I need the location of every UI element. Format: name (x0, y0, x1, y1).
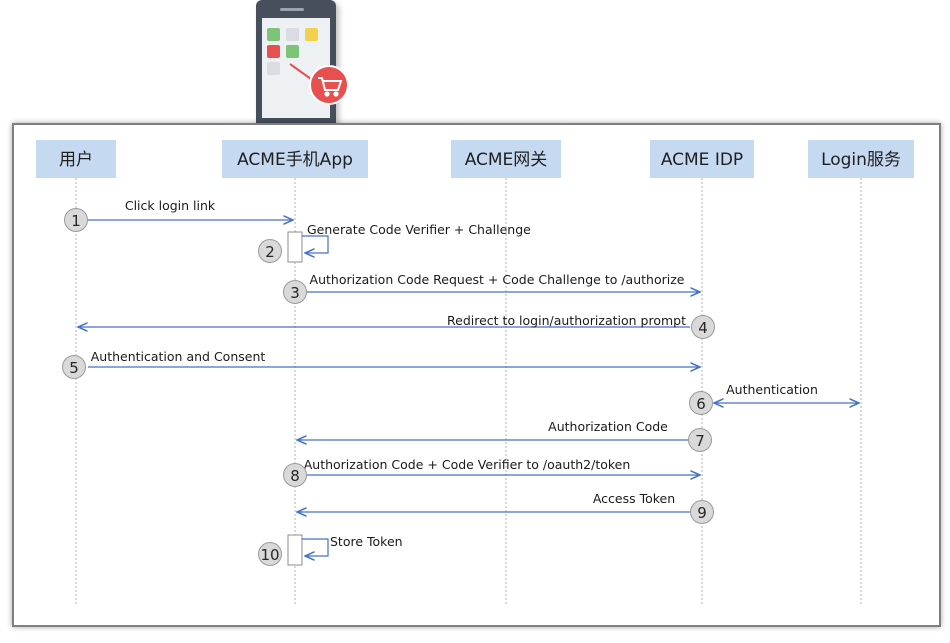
message-label: Authorization Code (548, 419, 668, 434)
participant-box-app (222, 140, 368, 178)
participant-label-app: ACME手机App (237, 150, 353, 170)
activation-box (287, 534, 303, 566)
step-number-badge: 10 (258, 542, 282, 566)
participant-label-user: 用户 (59, 150, 93, 170)
step-number: 7 (695, 432, 705, 450)
step-number-badge: 7 (688, 428, 712, 452)
message-step-1: Click login link 1 (64, 198, 294, 232)
message-label: Click login link (125, 198, 216, 213)
participant-login: Login服务 (808, 140, 914, 178)
diagram-frame (12, 123, 941, 627)
message-step-6: Authentication 6 (689, 382, 860, 415)
message-label: Authorization Code Request + Code Challe… (310, 272, 685, 287)
step-number-badge: 5 (62, 355, 86, 379)
message-label: Store Token (330, 534, 403, 549)
message-label: Generate Code Verifier + Challenge (307, 222, 531, 237)
step-number: 1 (71, 212, 81, 230)
participant-box-user (36, 140, 116, 178)
message-step-4: Redirect to login/authorization prompt 4 (78, 313, 715, 339)
participant-idp: ACME IDP (650, 140, 754, 178)
message-step-8: Authorization Code + Code Verifier to /o… (283, 457, 701, 487)
phone-shopping-illustration (256, 0, 349, 128)
step-number: 2 (265, 243, 275, 261)
step-number: 6 (696, 395, 706, 413)
step-number-badge: 4 (691, 315, 715, 339)
step-number-badge: 3 (283, 280, 307, 304)
shopping-cart-icon (318, 77, 343, 97)
message-step-9: Access Token 9 (297, 491, 714, 524)
participant-box-idp (650, 140, 754, 178)
participants: 用户 ACME手机App ACME网关 ACME IDP Login服务 (36, 140, 914, 178)
lifelines (75, 178, 862, 604)
participant-label-gateway: ACME网关 (465, 150, 548, 170)
participant-gateway: ACME网关 (451, 140, 561, 178)
message-step-3: Authorization Code Request + Code Challe… (283, 272, 701, 304)
step-number: 8 (290, 467, 300, 485)
activation-box (287, 231, 303, 263)
step-number: 3 (290, 284, 300, 302)
step-number: 5 (69, 359, 79, 377)
step-number-badge: 2 (258, 239, 282, 263)
message-label: Redirect to login/authorization prompt (447, 313, 686, 328)
step-number-badge: 8 (283, 463, 307, 487)
step-number: 10 (260, 546, 279, 564)
self-message-arrow (302, 538, 329, 556)
message-label: Authentication (726, 382, 818, 397)
message-step-2: Generate Code Verifier + Challenge 2 (258, 222, 531, 263)
step-number-badge: 6 (689, 391, 713, 415)
step-number: 9 (697, 504, 707, 522)
self-message-arrow (302, 235, 329, 253)
message-label: Authorization Code + Code Verifier to /o… (304, 457, 631, 472)
message-step-10: Store Token 10 (258, 534, 403, 566)
step-number-badge: 1 (64, 208, 88, 232)
participant-user: 用户 (36, 140, 116, 178)
participant-app: ACME手机App (222, 140, 368, 178)
participant-label-idp: ACME IDP (661, 150, 743, 170)
participant-label-login: Login服务 (821, 150, 901, 170)
participant-box-gateway (451, 140, 561, 178)
step-number-badge: 9 (690, 500, 714, 524)
step-number: 4 (698, 319, 708, 337)
message-step-7: Authorization Code 7 (297, 419, 712, 452)
message-label: Access Token (593, 491, 675, 506)
message-step-5: Authentication and Consent 5 (62, 349, 701, 379)
participant-box-login (808, 140, 914, 178)
message-label: Authentication and Consent (91, 349, 266, 364)
